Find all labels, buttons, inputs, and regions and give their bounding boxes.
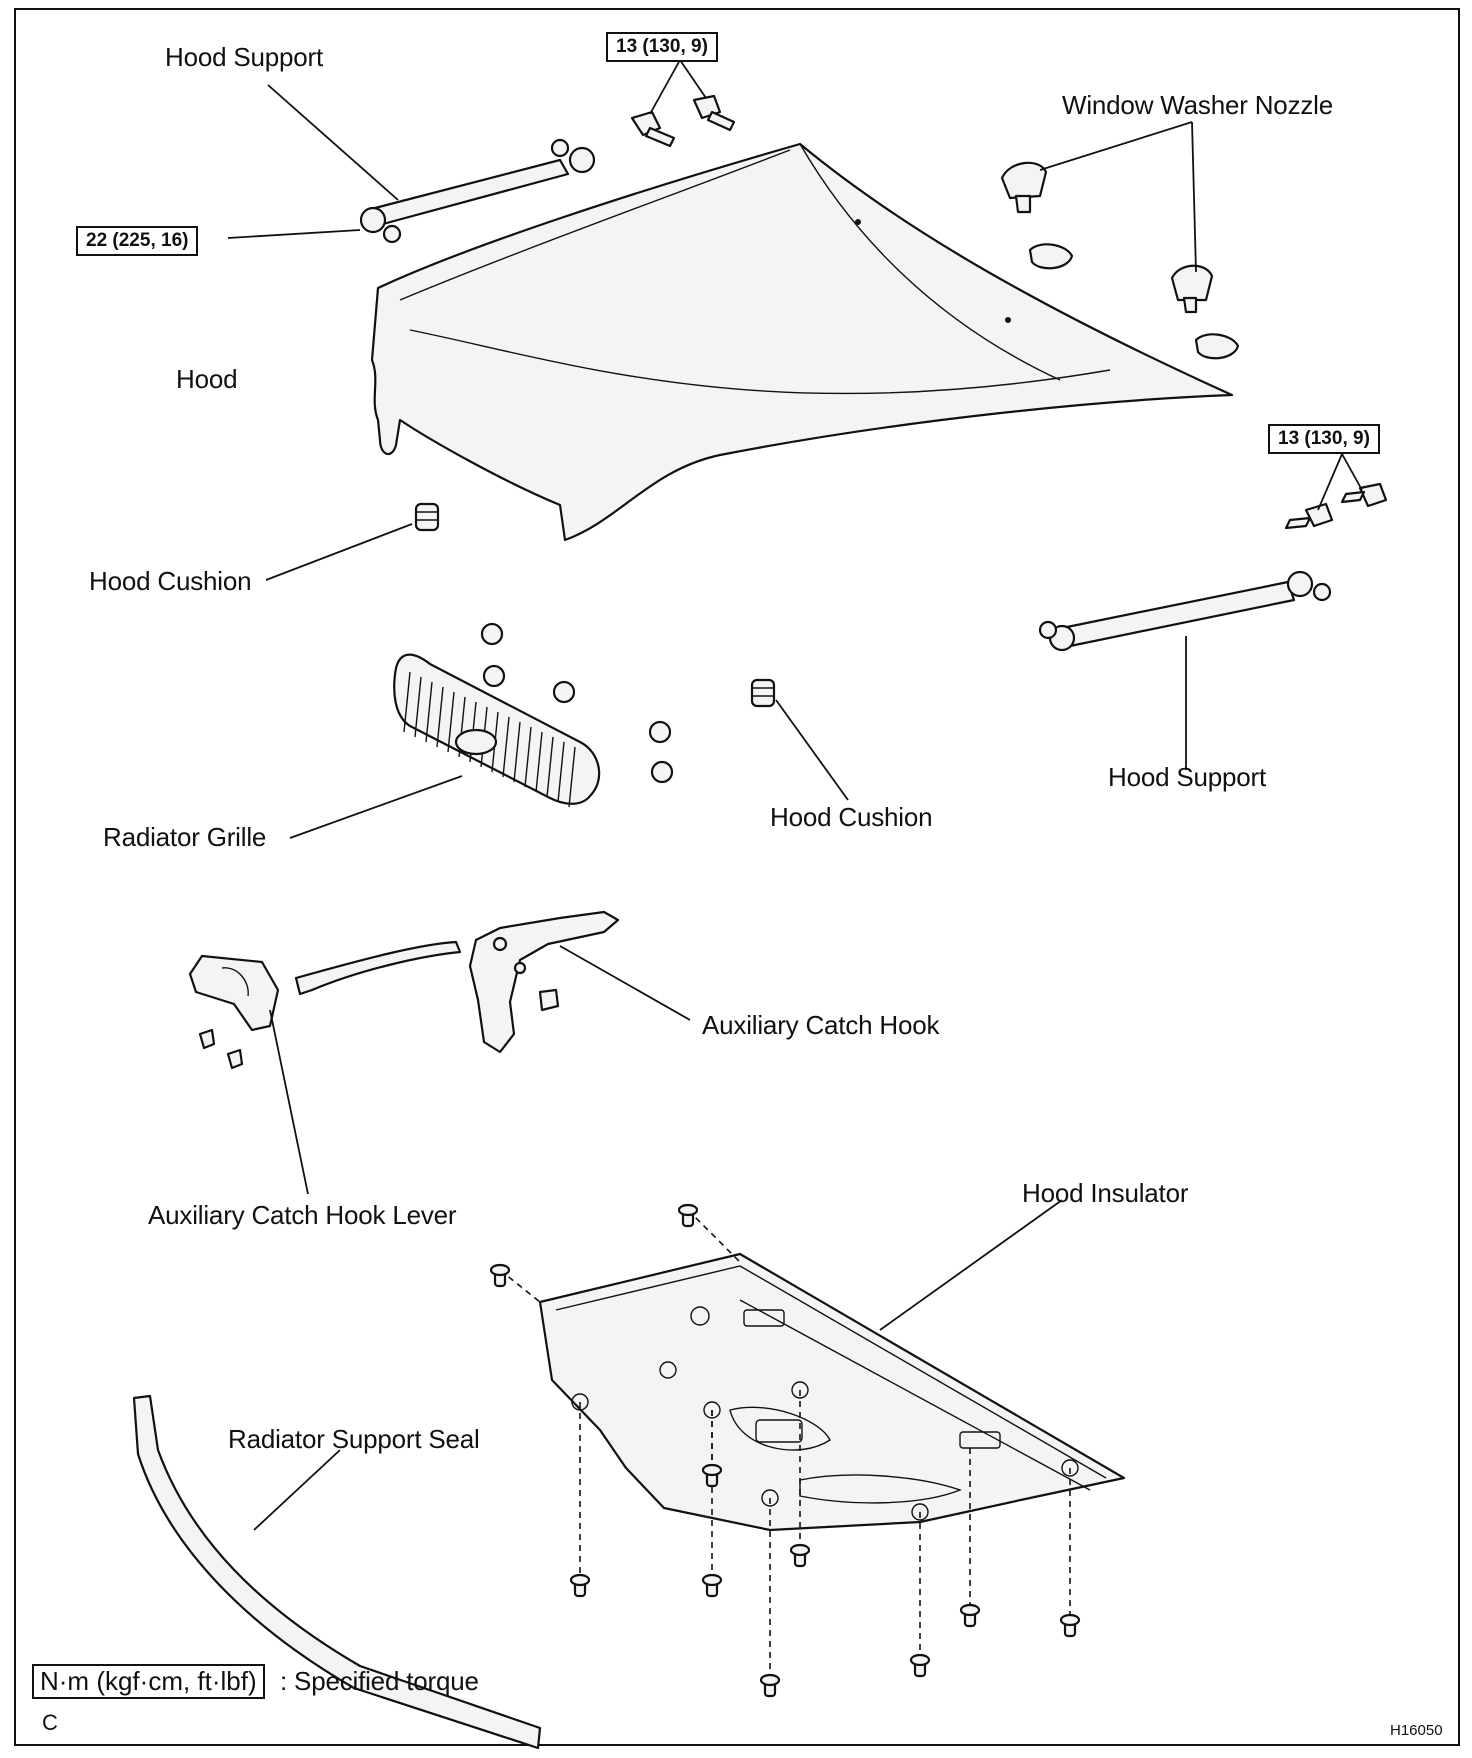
torque-box-top-bolts: 13 (130, 9) bbox=[606, 32, 718, 62]
grille-slat bbox=[546, 736, 554, 798]
washer-nozzles bbox=[1000, 121, 1240, 360]
grille-slat bbox=[502, 716, 510, 778]
insulator-clip bbox=[701, 1463, 723, 1488]
torque-box-right-bolts: 13 (130, 9) bbox=[1268, 424, 1380, 454]
grille-slat bbox=[568, 746, 576, 808]
label-auxiliary-catch-hook: Auxiliary Catch Hook bbox=[702, 1010, 940, 1040]
label-hood-cushion-center: Hood Cushion bbox=[770, 802, 933, 832]
corner-letter: C bbox=[42, 1710, 58, 1735]
top-bolts bbox=[630, 59, 736, 148]
label-hood-support-right: Hood Support bbox=[1108, 762, 1267, 792]
grille-slat bbox=[425, 681, 433, 743]
insulator-clip bbox=[909, 1653, 931, 1678]
label-hood-support-top: Hood Support bbox=[165, 42, 324, 72]
grille-slat bbox=[447, 691, 455, 753]
label-radiator-support-seal: Radiator Support Seal bbox=[228, 1424, 480, 1454]
label-hood-insulator: Hood Insulator bbox=[1022, 1178, 1189, 1208]
label-hood-cushion-left: Hood Cushion bbox=[89, 566, 252, 596]
radiator-grille-part bbox=[289, 653, 601, 839]
hood-support-strut-right bbox=[1038, 570, 1332, 770]
figure-border bbox=[14, 8, 1460, 1746]
grille-slat bbox=[513, 721, 521, 783]
catch-hook-part bbox=[294, 910, 691, 1054]
torque-box-hood-support: 22 (225, 16) bbox=[76, 226, 199, 256]
hood-cushion-center-part bbox=[750, 678, 849, 801]
figure-id: H16050 bbox=[1390, 1722, 1443, 1739]
label-window-washer-nozzle: Window Washer Nozzle bbox=[1062, 90, 1334, 120]
label-hood: Hood bbox=[176, 364, 238, 394]
insulator-clip bbox=[489, 1263, 511, 1288]
grille-slat bbox=[436, 686, 444, 748]
insulator-clip bbox=[677, 1203, 699, 1228]
insulator-clip bbox=[959, 1603, 981, 1628]
grille-slat bbox=[535, 731, 543, 793]
grille-slat bbox=[403, 671, 411, 733]
insulator-clip bbox=[1059, 1613, 1081, 1638]
legend-unit-box: N·m (kgf·cm, ft·lbf) bbox=[32, 1664, 265, 1699]
catch-hook-lever-part bbox=[188, 954, 309, 1195]
grille-slat bbox=[557, 741, 565, 803]
hood-cushion-left-part bbox=[265, 502, 440, 581]
right-bolts bbox=[1284, 453, 1388, 530]
grille-slat bbox=[524, 726, 532, 788]
insulator-clip bbox=[701, 1573, 723, 1598]
radiator-support-seal-part bbox=[132, 1394, 542, 1750]
insulator-clip bbox=[789, 1543, 811, 1568]
grille-slat bbox=[414, 676, 422, 738]
hood-insulator-part bbox=[538, 1199, 1126, 1532]
insulator-clips bbox=[489, 1203, 1081, 1698]
grille-clips bbox=[480, 622, 674, 784]
legend-description: : Specified torque bbox=[280, 1666, 479, 1696]
hood-panel bbox=[370, 142, 1234, 542]
insulator-clip bbox=[759, 1673, 781, 1698]
hood-support-strut-left bbox=[227, 84, 596, 244]
insulator-clip bbox=[569, 1573, 591, 1598]
label-auxiliary-catch-hook-lever: Auxiliary Catch Hook Lever bbox=[148, 1200, 457, 1230]
label-radiator-grille: Radiator Grille bbox=[103, 822, 267, 852]
